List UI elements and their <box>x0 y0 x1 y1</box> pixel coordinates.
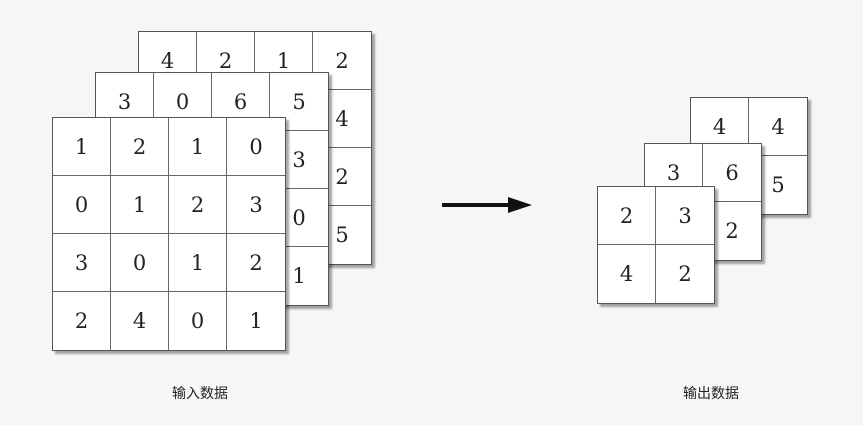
matrix-cell: 2 <box>169 176 227 234</box>
matrix-cell: 4 <box>313 90 371 148</box>
matrix-cell: 5 <box>270 73 328 131</box>
matrix-cell: 2 <box>227 234 285 292</box>
matrix-cell: 2 <box>111 118 169 176</box>
matrix-cell: 6 <box>703 144 761 202</box>
matrix-cell: 0 <box>111 234 169 292</box>
output-caption: 输出数据 <box>683 386 739 402</box>
matrix-cell: 5 <box>335 223 349 247</box>
matrix-cell: 2 <box>53 292 111 350</box>
matrix-cell: 2 <box>725 219 739 243</box>
matrix-cell: 1 <box>249 309 263 333</box>
matrix-cell: 2 <box>313 148 371 206</box>
matrix-cell: 0 <box>169 292 227 350</box>
matrix-cell: 4 <box>749 98 807 156</box>
arrow-right-icon <box>442 197 532 213</box>
matrix-cell: 0 <box>53 176 111 234</box>
matrix-cell: 1 <box>169 118 227 176</box>
matrix-cell: 4 <box>598 245 656 303</box>
matrix-cell: 2 <box>313 32 371 90</box>
matrix-cell: 0 <box>270 189 328 247</box>
matrix-cell: 1 <box>111 176 169 234</box>
matrix-cell: 5 <box>771 173 785 197</box>
matrix-cell: 4 <box>111 292 169 350</box>
matrix-cell: 3 <box>270 131 328 189</box>
matrix-cell: 3 <box>53 234 111 292</box>
matrix-cell: 1 <box>292 264 306 288</box>
matrix-cell: 1 <box>169 234 227 292</box>
matrix-cell: 3 <box>656 187 714 245</box>
input-caption: 输入数据 <box>172 386 228 402</box>
matrix-cell: 1 <box>53 118 111 176</box>
matrix-cell: 2 <box>678 262 692 286</box>
matrix-cell: 3 <box>227 176 285 234</box>
matrix-cell: 0 <box>227 118 285 176</box>
matrix-cell: 2 <box>598 187 656 245</box>
